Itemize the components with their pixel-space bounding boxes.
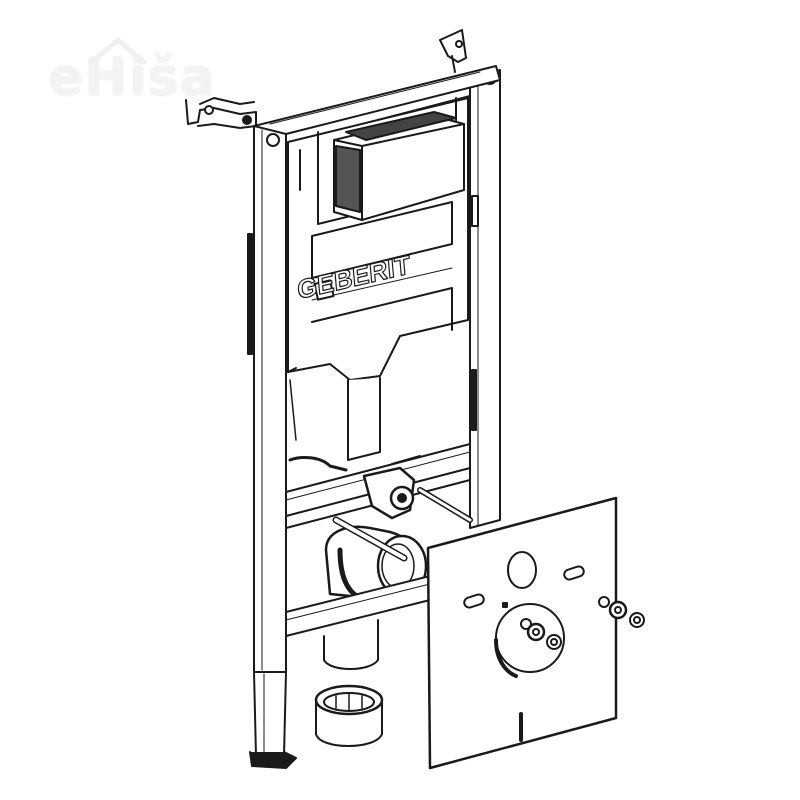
watermark-logo: eHiša (48, 48, 216, 108)
fixing-bolts (520, 596, 645, 650)
drain-outlet-socket (323, 619, 379, 670)
flush-actuator-box (333, 111, 465, 221)
connection-sleeve (314, 684, 384, 747)
watermark-roof-icon (89, 37, 147, 65)
flush-pipe (289, 377, 381, 461)
sound-insulation-pad (426, 496, 618, 770)
frame-left-leg (247, 125, 297, 769)
top-wall-bracket (439, 29, 467, 73)
water-supply-valve (288, 455, 473, 523)
left-wall-bracket (185, 97, 257, 129)
frame-right-leg (469, 69, 501, 529)
